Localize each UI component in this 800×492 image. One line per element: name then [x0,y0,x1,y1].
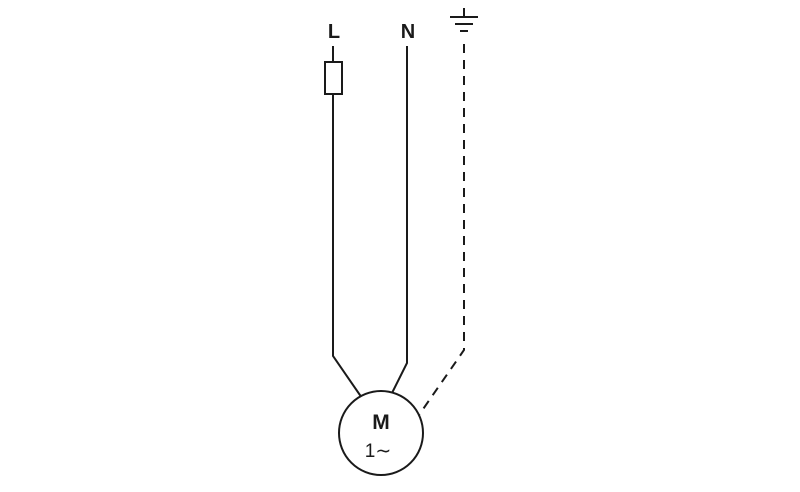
wire-l [332,94,363,399]
fuse-icon [324,61,343,95]
wire-ground [418,44,465,416]
motor-phase-label: 1∼ [365,441,392,462]
motor-circle-icon [338,390,424,476]
motor-label: M [372,411,390,434]
neutral-terminal-label: N [401,21,415,43]
earth-ground-icon [450,8,478,32]
wire-n [391,46,408,394]
line-terminal-label: L [328,21,340,43]
